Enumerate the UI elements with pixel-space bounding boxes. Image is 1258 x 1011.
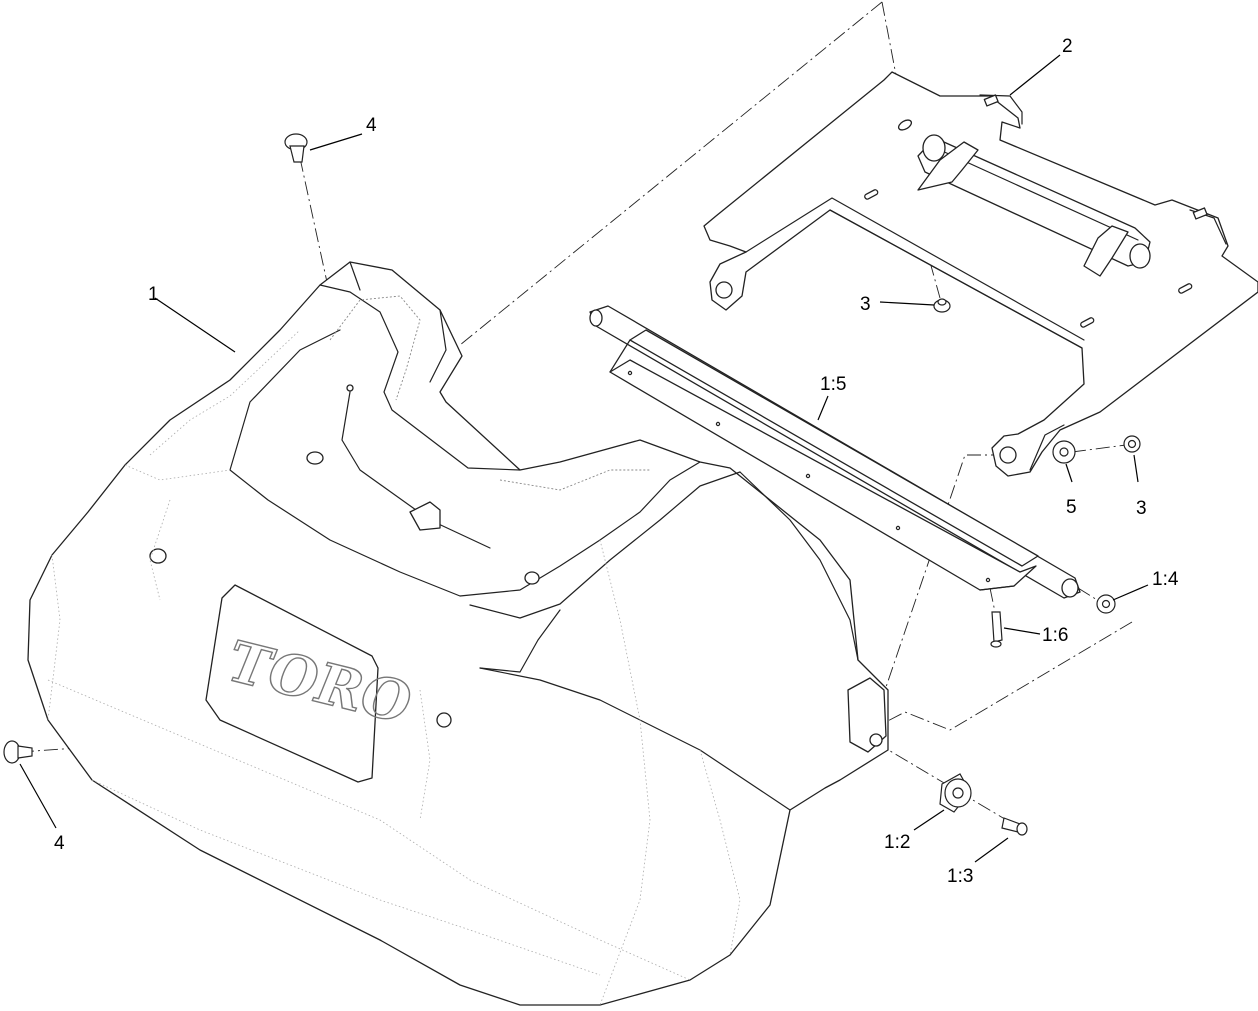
washer-pivot <box>1052 440 1076 464</box>
washer-rod <box>1096 594 1116 614</box>
callout-1-3: 1:3 <box>947 866 973 887</box>
nut-pivot <box>1123 435 1141 453</box>
callout-2: 2 <box>1062 36 1073 57</box>
nut-bracket <box>933 298 951 313</box>
screw-left <box>3 740 33 764</box>
screw-top <box>284 133 308 163</box>
callout-1-4: 1:4 <box>1152 569 1179 590</box>
callout-labels: 1 2 3 3 4 4 5 1:2 1:3 1:4 1:5 1:6 <box>54 36 1179 887</box>
leader-lines <box>19 54 1149 863</box>
callout-3-pivot-nut: 3 <box>1136 498 1147 519</box>
callout-1-5: 1:5 <box>820 374 846 395</box>
callout-4-top: 4 <box>366 115 377 136</box>
callout-1: 1 <box>148 284 159 305</box>
callout-3-bracket-nut: 3 <box>860 294 871 315</box>
screw-bar <box>990 611 1003 648</box>
callout-5: 5 <box>1066 497 1077 518</box>
callout-1-2: 1:2 <box>884 832 910 853</box>
bolt <box>1001 817 1028 836</box>
spacer <box>939 773 972 813</box>
grass-basket: TORO <box>27 261 889 1006</box>
callout-4-left: 4 <box>54 833 65 854</box>
callout-1-6: 1:6 <box>1042 625 1068 646</box>
support-bar <box>589 305 1081 599</box>
mounting-bracket <box>703 71 1258 477</box>
